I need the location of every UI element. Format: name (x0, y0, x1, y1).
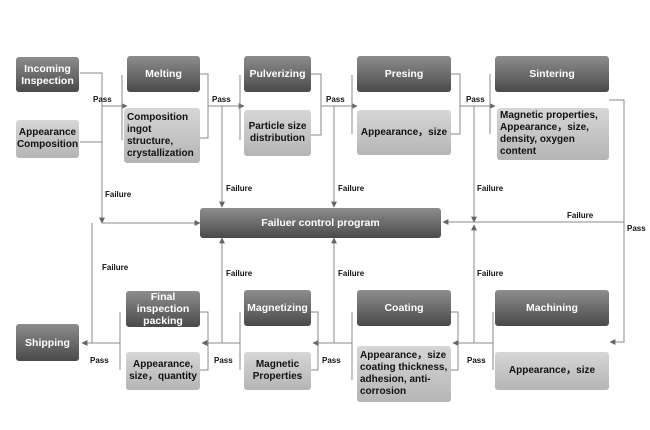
incoming-detail-box: Appearance Composition (16, 120, 79, 158)
pass-label-7: Pass (322, 356, 341, 365)
connector-pulverizing-pressing (311, 73, 322, 136)
pressing-detail-box: Appearance，size (357, 110, 451, 155)
pressing-title-box: Presing (357, 56, 451, 92)
pass-label-2: Pass (212, 95, 231, 104)
failure-label-5: Failure (567, 211, 594, 220)
failure-label-2: Failure (226, 184, 253, 193)
magnetizing-title-box: Magnetizing (244, 290, 311, 326)
machining-detail-box: Appearance，size (495, 352, 609, 390)
connector-magnetizing-group (311, 311, 319, 371)
failure-label-1: Failure (105, 190, 132, 199)
pass-label-9: Pass (90, 356, 109, 365)
incoming-title-box: Incoming Inspection (16, 57, 79, 92)
final-title-box: Final inspection packing (126, 291, 200, 327)
pass-label-3: Pass (326, 95, 345, 104)
pass-label-8: Pass (214, 356, 233, 365)
pass-label-6: Pass (467, 356, 486, 365)
coating-detail-box: Appearance，size coating thickness, adhes… (357, 346, 451, 402)
shipping-box: Shipping (16, 324, 79, 361)
final-detail-box: Appearance, size，quantity (126, 352, 200, 390)
connector-melting-pulverizing (200, 73, 209, 139)
pulverizing-detail-box: Particle size distribution (244, 110, 311, 156)
failure-control-program: Failuer control program (200, 208, 441, 238)
failure-label-4: Failure (477, 184, 504, 193)
connector-final-group (200, 311, 209, 371)
failure-label-7: Failure (226, 269, 253, 278)
pass-label-1: Pass (93, 95, 112, 104)
melting-title-box: Melting (127, 56, 200, 92)
connector-pressing-sintering (451, 73, 461, 135)
failure-label-6: Failure (102, 263, 129, 272)
pulverizing-title-box: Pulverizing (244, 56, 311, 92)
connector-incoming-melting (80, 72, 103, 143)
magnetizing-detail-box: Magnetic Properties (244, 352, 311, 390)
melting-detail-box: Composition ingot structure, crystalliza… (124, 108, 200, 163)
connector-coating-group (451, 311, 459, 371)
sintering-title-box: Sintering (495, 56, 609, 92)
connector-sintering-machining (609, 99, 625, 345)
machining-title-box: Machining (495, 290, 609, 326)
failure-label-8: Failure (338, 269, 365, 278)
sintering-detail-box: Magnetic properties, Appearance，size, de… (497, 108, 609, 160)
pass-label-5: Pass (627, 224, 646, 233)
failure-label-9: Failure (477, 269, 504, 278)
failure-label-3: Failure (338, 184, 365, 193)
pass-label-4: Pass (466, 95, 485, 104)
coating-title-box: Coating (357, 290, 451, 326)
